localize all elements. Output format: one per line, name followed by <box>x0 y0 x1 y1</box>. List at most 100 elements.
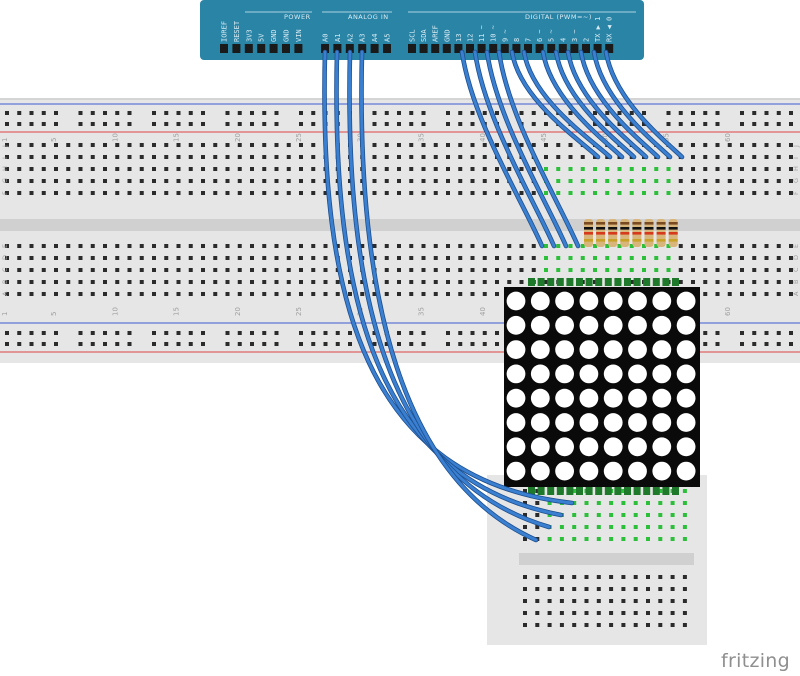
rail-hole <box>446 331 450 335</box>
breadboard-hole <box>458 292 463 296</box>
rail-hole <box>201 122 205 126</box>
breadboard-hole <box>421 191 426 195</box>
breadboard-hole <box>176 167 181 171</box>
matrix-pin <box>614 278 622 286</box>
analog-group-label: ANALOG IN <box>348 13 389 21</box>
breadboard-hole <box>593 167 597 171</box>
matrix-pin <box>556 278 564 286</box>
led-matrix-body <box>504 287 700 487</box>
breadboard-hole <box>654 268 659 272</box>
breadboard-hole <box>691 143 695 147</box>
breadboard-hole <box>556 268 561 272</box>
breadboard-hole <box>311 268 316 272</box>
breadboard-hole <box>17 179 22 183</box>
led-dot <box>530 461 550 481</box>
breadboard-hole <box>629 256 634 260</box>
breadboard-hole <box>421 244 426 248</box>
led-dot <box>652 388 672 408</box>
breadboard-hole <box>519 244 524 248</box>
breadboard-hole <box>237 179 242 183</box>
breadboard-hole <box>727 292 732 296</box>
rail-hole <box>409 111 414 115</box>
breadboard-hole <box>727 179 732 183</box>
rail-hole <box>164 122 169 126</box>
led-dot <box>676 461 696 481</box>
rail-hole <box>54 111 58 115</box>
breadboard-hole <box>54 191 58 195</box>
rail-hole <box>703 331 708 335</box>
breadboard-hole <box>458 167 463 171</box>
small-breadboard-hole <box>621 489 626 493</box>
rail-hole <box>764 342 769 346</box>
small-breadboard-hole <box>535 489 540 493</box>
rail-hole <box>176 122 181 126</box>
small-breadboard-hole <box>646 501 650 505</box>
small-breadboard-hole <box>670 623 675 627</box>
led-dot <box>603 364 623 384</box>
breadboard-hole <box>90 268 95 272</box>
matrix-pin <box>672 278 679 286</box>
breadboard-hole <box>225 191 230 195</box>
breadboard-hole <box>286 167 291 171</box>
rail-hole <box>54 331 58 335</box>
breadboard-hole <box>458 155 463 159</box>
breadboard-hole <box>740 280 744 284</box>
breadboard-hole <box>507 244 512 248</box>
led-dot <box>555 388 574 408</box>
small-breadboard-hole <box>535 599 540 603</box>
breadboard-hole <box>678 256 683 260</box>
breadboard-hole <box>617 268 622 272</box>
wire <box>554 50 636 159</box>
breadboard-hole <box>188 280 193 284</box>
breadboard-hole <box>188 155 193 159</box>
breadboard-hole <box>103 280 107 284</box>
rail-hole <box>78 342 83 346</box>
rail-hole <box>78 331 83 335</box>
small-breadboard-hole <box>523 623 527 627</box>
matrix-pin <box>633 487 641 495</box>
breadboard-hole <box>225 155 230 159</box>
breadboard-hole <box>127 191 132 195</box>
digital-pin-label: 13 <box>455 34 463 42</box>
analog-pin-socket <box>345 44 354 53</box>
breadboard-hole <box>776 292 781 296</box>
breadboard-hole <box>556 155 561 159</box>
matrix-pin <box>547 278 555 286</box>
breadboard-hole <box>642 244 646 248</box>
breadboard-hole <box>495 268 499 272</box>
breadboard-hole <box>127 179 132 183</box>
breadboard-hole <box>115 268 120 272</box>
rail-hole <box>115 111 120 115</box>
breadboard-hole <box>605 268 610 272</box>
breadboard-hole <box>433 167 438 171</box>
breadboard-hole <box>642 167 646 171</box>
breadboard-hole <box>274 292 279 296</box>
breadboard-hole <box>164 155 169 159</box>
resistor-band <box>632 232 642 235</box>
rail-hole <box>752 342 757 346</box>
rail-hole <box>90 331 95 335</box>
small-breadboard-hole <box>682 513 687 517</box>
breadboard-hole <box>41 167 46 171</box>
breadboard-hole <box>764 167 769 171</box>
rail-hole <box>90 111 95 115</box>
breadboard-hole <box>764 256 769 260</box>
breadboard-hole <box>274 155 279 159</box>
breadboard-hole <box>740 244 744 248</box>
led-dot <box>628 437 647 457</box>
breadboard-hole <box>78 280 83 284</box>
breadboard-hole <box>691 256 695 260</box>
rail-hole <box>5 331 9 335</box>
breadboard-hole <box>103 244 107 248</box>
breadboard-hole <box>703 268 708 272</box>
breadboard-hole <box>752 179 757 183</box>
rail-hole <box>188 331 193 335</box>
breadboard-hole <box>384 244 389 248</box>
matrix-pin <box>652 487 660 495</box>
column-number: 10 <box>111 307 119 316</box>
rail-hole <box>629 111 634 115</box>
rail-hole <box>446 122 450 126</box>
led-dot <box>530 364 550 384</box>
breadboard-hole <box>580 167 585 171</box>
small-breadboard-hole <box>670 611 675 615</box>
